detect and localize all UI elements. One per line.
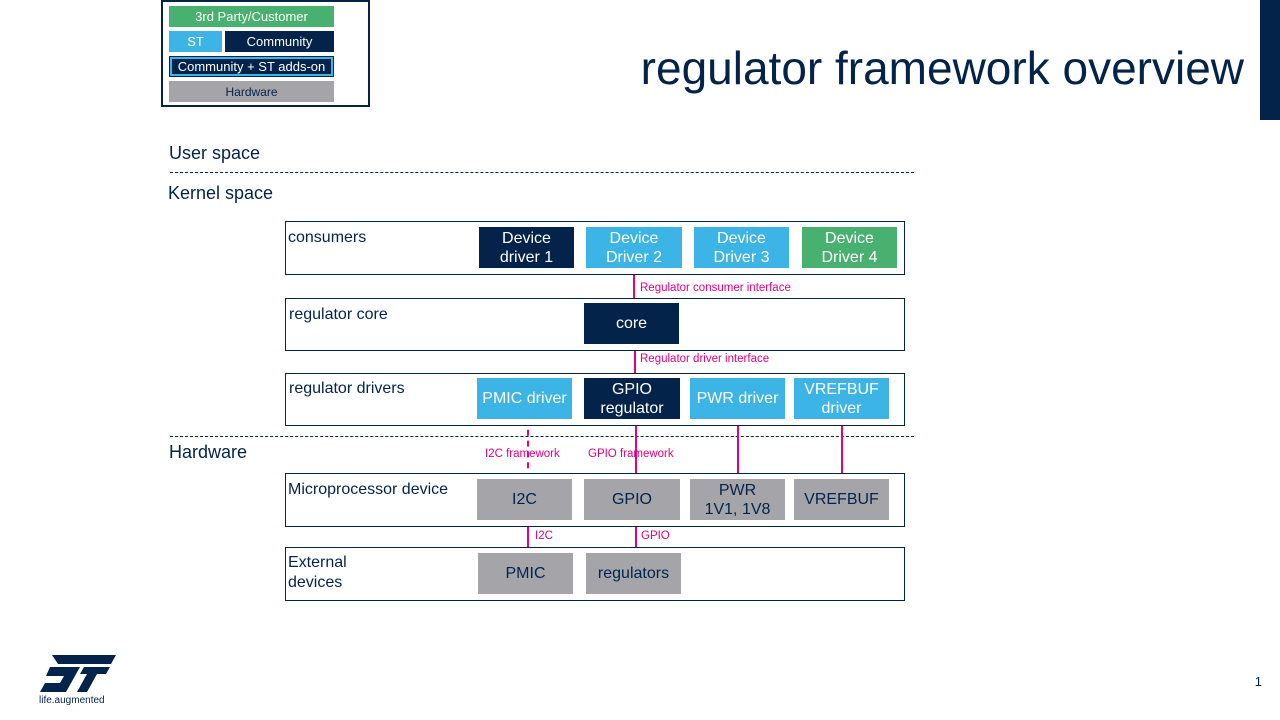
vrefbuf-link-line (841, 419, 843, 479)
legend-community-st: Community + ST adds-on (169, 56, 334, 77)
device-driver-4-block: Device Driver 4 (802, 227, 897, 268)
logo-tagline: life.augmented (39, 695, 105, 706)
legend-st: ST (169, 31, 222, 52)
st-logo-icon (40, 655, 116, 692)
pwr-link-line (737, 419, 739, 479)
consumer-interface-line (633, 268, 635, 298)
regulator-drivers-layer-label: regulator drivers (289, 380, 405, 397)
legend-hardware: Hardware (169, 81, 334, 102)
kernel-hardware-separator (170, 436, 914, 437)
kernel-space-label: Kernel space (168, 183, 274, 203)
user-kernel-separator (170, 172, 914, 173)
pwr-block: PWR 1V1, 1V8 (690, 479, 785, 520)
pwr-driver-block: PWR driver (690, 378, 785, 419)
regulators-block: regulators (586, 553, 681, 594)
i2c-framework-label: I2C framework (485, 448, 560, 460)
i2c-bus-line (527, 520, 529, 554)
vrefbuf-driver-block: VREFBUF driver (794, 378, 889, 419)
gpio-bus-line (635, 520, 637, 552)
core-block: core (584, 303, 679, 344)
consumer-interface-label: Regulator consumer interface (640, 282, 791, 294)
legend: 3rd Party/Customer ST Community Communit… (161, 0, 370, 107)
gpio-block: GPIO (584, 479, 680, 520)
consumers-layer-label: consumers (288, 229, 367, 246)
gpio-regulator-block: GPIO regulator (584, 378, 680, 419)
driver-interface-label: Regulator driver interface (640, 353, 770, 365)
pmic-driver-block: PMIC driver (477, 378, 572, 419)
vrefbuf-block: VREFBUF (794, 479, 889, 520)
user-space-label: User space (169, 143, 261, 163)
hardware-label: Hardware (169, 442, 248, 462)
i2c-bus-label: I2C (535, 530, 553, 542)
device-driver-3-block: Device Driver 3 (694, 227, 789, 268)
device-driver-2-block: Device Driver 2 (586, 227, 682, 268)
pmic-block: PMIC (478, 553, 573, 594)
external-devices-layer-label: External devices (288, 554, 347, 591)
i2c-framework-line (527, 419, 529, 479)
page-title: regulator framework overview (640, 42, 1244, 94)
driver-interface-line (634, 350, 636, 378)
device-driver-1-block: Device driver 1 (479, 227, 574, 268)
gpio-bus-label: GPIO (641, 530, 670, 542)
i2c-block: I2C (477, 479, 572, 520)
microprocessor-layer-label: Microprocessor device (288, 481, 449, 498)
legend-community: Community (225, 31, 334, 52)
accent-bar (1260, 0, 1280, 120)
page-number: 1 (1254, 674, 1262, 689)
gpio-framework-line (635, 419, 637, 479)
legend-third-party: 3rd Party/Customer (169, 6, 334, 27)
regulator-core-layer-label: regulator core (289, 306, 388, 323)
gpio-framework-label: GPIO framework (588, 448, 674, 460)
